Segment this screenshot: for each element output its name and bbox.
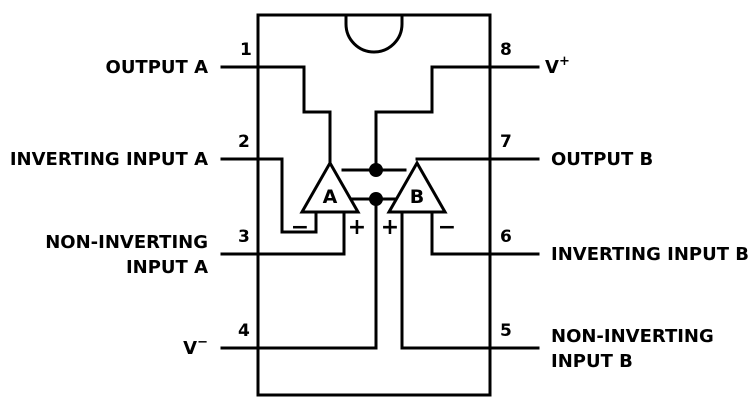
wire-noninverting-b xyxy=(400,210,492,350)
pin-7-label: OUTPUT B xyxy=(551,149,653,170)
wire-vminus xyxy=(256,197,378,350)
pin-4-label-superscript: − xyxy=(197,335,208,350)
left-pin-labels: OUTPUT A INVERTING INPUT A NON-INVERTING… xyxy=(10,57,208,359)
pin-8-label-main: V xyxy=(545,57,559,78)
pin-5-label-line1: NON-INVERTING xyxy=(551,326,714,347)
pin-4-label: V− xyxy=(183,335,208,359)
pin-7-number: 7 xyxy=(500,132,512,152)
pin-8-label: V+ xyxy=(545,54,570,78)
pin-leads xyxy=(220,65,540,350)
vminus-junction-dot xyxy=(369,192,383,206)
wire-inverting-b xyxy=(430,210,492,256)
pin-3-label-line1: NON-INVERTING xyxy=(45,232,208,253)
pin-6-label: INVERTING INPUT B xyxy=(551,244,749,265)
wire-inverting-a xyxy=(256,157,318,234)
pin-2-label: INVERTING INPUT A xyxy=(10,149,208,170)
amplifier-a-plus: + xyxy=(348,215,366,240)
amplifier-b-label: B xyxy=(410,186,424,208)
pin-8-label-superscript: + xyxy=(559,54,570,69)
pin-6-number: 6 xyxy=(500,227,512,247)
amplifier-a-triangle xyxy=(299,159,361,214)
pin-5-label-line2: INPUT B xyxy=(551,351,633,372)
pin-3-number: 3 xyxy=(238,227,250,247)
amplifier-a-label: A xyxy=(323,186,338,208)
amplifier-b-minus: − xyxy=(438,215,456,240)
amplifier-a: A − + xyxy=(291,159,366,240)
pin-8-number: 8 xyxy=(500,40,512,60)
pin-numbers: 1 2 3 4 5 6 7 8 xyxy=(238,40,512,341)
amplifier-b-plus: + xyxy=(381,215,399,240)
pin-4-label-main: V xyxy=(183,338,197,359)
wire-output-a xyxy=(256,65,332,165)
internal-wiring xyxy=(256,65,492,350)
vplus-junction-dot xyxy=(369,163,383,177)
wire-noninverting-a xyxy=(256,210,346,256)
amplifier-a-minus: − xyxy=(291,215,309,240)
pin-1-number: 1 xyxy=(240,40,252,60)
pin-5-number: 5 xyxy=(500,321,512,341)
right-pin-labels: V+ OUTPUT B INVERTING INPUT B NON-INVERT… xyxy=(545,54,749,372)
amplifier-b-triangle xyxy=(386,159,448,214)
package-notch xyxy=(344,13,404,54)
pin-4-number: 4 xyxy=(238,321,250,341)
pin-1-label: OUTPUT A xyxy=(106,57,209,78)
pin-2-number: 2 xyxy=(238,132,250,152)
pin-3-label-line2: INPUT A xyxy=(126,257,208,278)
wire-vplus xyxy=(374,65,492,172)
amplifier-b: B + − xyxy=(381,159,456,240)
